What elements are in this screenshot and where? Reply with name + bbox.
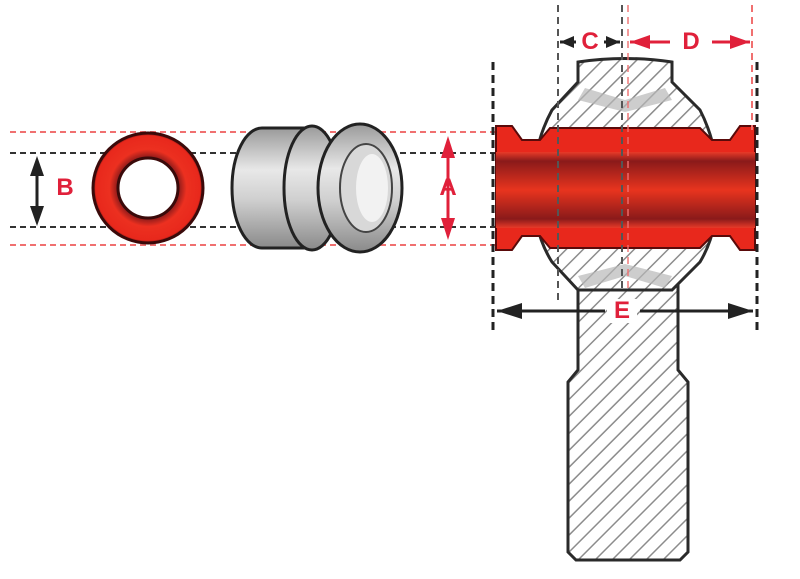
spacer	[230, 122, 404, 254]
vertical-guides	[491, 5, 759, 330]
dimension-c-arrows	[560, 36, 620, 48]
seal-ring	[91, 131, 205, 245]
label-c: C	[581, 28, 599, 55]
label-a: A	[439, 174, 457, 201]
label-b: B	[56, 174, 74, 201]
label-d: D	[682, 28, 700, 55]
dimension-b-arrow	[30, 156, 44, 226]
label-e: E	[607, 299, 637, 323]
ball-bore	[495, 125, 756, 251]
dimension-a-arrow	[441, 136, 455, 240]
shank	[566, 268, 690, 562]
dimension-e-arrows	[497, 303, 753, 319]
dimension-d-arrows	[630, 35, 750, 49]
